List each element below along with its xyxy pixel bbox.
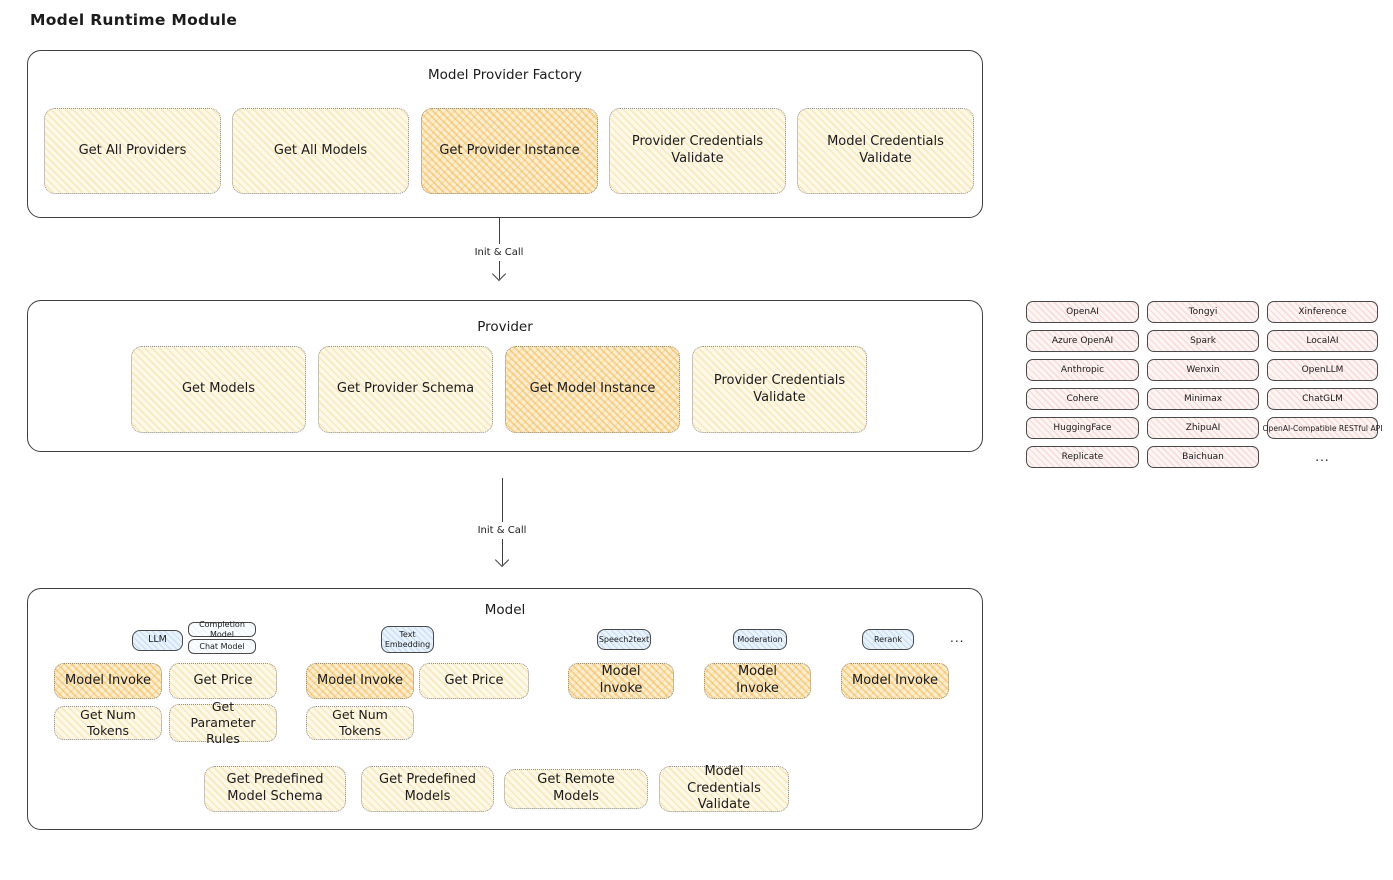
model-types-more: ... [950,631,965,645]
arrow-label: Init & Call [474,247,524,258]
provider-pill-localai: LocalAI [1267,330,1378,352]
provider-pill-openai: OpenAI [1026,301,1139,323]
diagram-title: Model Runtime Module [30,11,238,29]
arrow-line [501,478,503,522]
provider-pill-openai-compatible-restful-api: OpenAI-Compatible RESTful API [1263,417,1382,439]
arrow-label: Init & Call [477,525,527,536]
provider-pill-azure-openai: Azure OpenAI [1026,330,1139,352]
model-method-model-invoke-moderation: Model Invoke [704,663,811,699]
model-type-speech2text: Speech2text [597,629,651,650]
provider-pill-wenxin: Wenxin [1147,359,1259,381]
provider-pill-baichuan: Baichuan [1147,446,1259,468]
model-panel: Model LLM Completion Model Chat Model Te… [27,588,1002,849]
factory-method-get-all-models: Get All Models [232,108,409,194]
model-method-model-invoke-speech2text: Model Invoke [568,663,674,699]
model-method-model-invoke-text-embedding: Model Invoke [306,663,414,699]
model-type-text-embedding: Text Embedding [381,626,434,653]
provider-method-get-models: Get Models [131,346,306,433]
arrow-factory-to-provider: Init & Call [449,218,549,282]
provider-pill-xinference: Xinference [1267,301,1378,323]
arrow-line [498,218,500,244]
provider-method-get-model-instance: Get Model Instance [505,346,680,433]
model-method-get-price-llm: Get Price [169,663,277,699]
model-type-moderation: Moderation [733,629,787,650]
provider-pill-minimax: Minimax [1147,388,1259,410]
provider-pill-huggingface: HuggingFace [1026,417,1139,439]
factory-method-get-all-providers: Get All Providers [44,108,221,194]
model-method-get-parameter-rules: Get Parameter Rules [169,699,277,746]
provider-pill-spark: Spark [1147,330,1259,352]
provider-pill-zhipuai: ZhipuAI [1147,417,1259,439]
model-method-model-credentials-validate: Model Credentials Validate [659,764,789,812]
factory-method-get-provider-instance: Get Provider Instance [421,108,598,194]
factory-panel: Model Provider Factory Get All Providers… [27,50,983,218]
model-type-completion-model: Completion Model [188,620,256,639]
model-type-chat-model: Chat Model [188,639,256,654]
model-method-get-remote-models: Get Remote Models [504,769,648,809]
model-title: Model [484,602,526,618]
model-method-model-invoke-llm: Model Invoke [54,663,162,699]
arrow-provider-to-model: Init & Call [452,478,552,568]
factory-method-model-credentials-validate: Model Credentials Validate [797,108,974,194]
model-method-get-num-tokens-text-embedding: Get Num Tokens [306,706,414,740]
model-method-get-predefined-models: Get Predefined Models [361,766,494,812]
model-type-llm: LLM [132,630,183,651]
model-method-get-num-tokens-llm: Get Num Tokens [54,706,162,740]
provider-pill-cohere: Cohere [1026,388,1139,410]
provider-list-more: ... [1315,450,1330,464]
model-method-get-price-text-embedding: Get Price [419,663,529,699]
arrow-line [501,539,503,565]
provider-pill-anthropic: Anthropic [1026,359,1139,381]
provider-method-provider-credentials-validate: Provider Credentials Validate [692,346,867,433]
arrow-line [498,261,500,279]
provider-pill-chatglm: ChatGLM [1267,388,1378,410]
arrow-head-icon [491,266,507,282]
provider-pill-openllm: OpenLLM [1267,359,1378,381]
provider-panel: Provider Get Models Get Provider Schema … [27,300,1002,471]
model-type-rerank: Rerank [862,629,914,650]
provider-method-get-provider-schema: Get Provider Schema [318,346,493,433]
factory-method-provider-credentials-validate: Provider Credentials Validate [609,108,786,194]
model-method-model-invoke-rerank: Model Invoke [841,663,949,699]
arrow-head-icon [494,552,510,568]
factory-title: Model Provider Factory [427,67,582,83]
provider-list: OpenAI Tongyi Xinference Azure OpenAI Sp… [1026,301,1382,468]
provider-pill-replicate: Replicate [1026,446,1139,468]
provider-title: Provider [477,319,533,335]
model-method-get-predefined-model-schema: Get Predefined Model Schema [204,766,346,812]
provider-pill-tongyi: Tongyi [1147,301,1259,323]
